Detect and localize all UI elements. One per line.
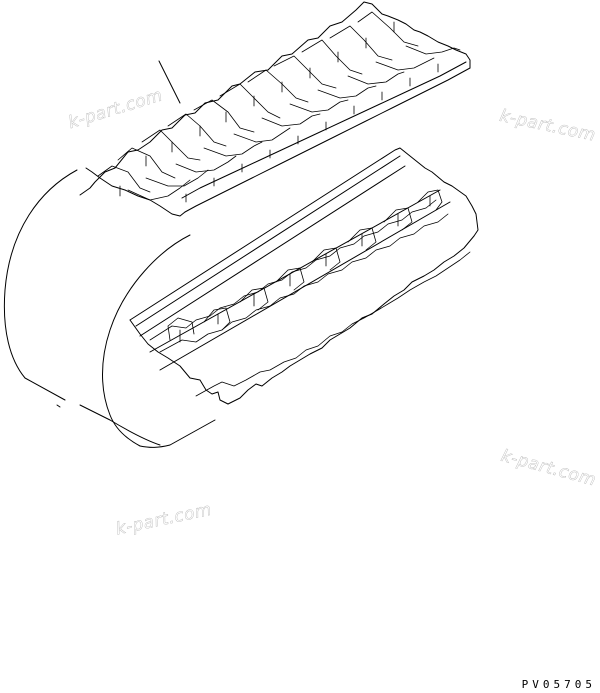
leader-line [158,60,181,104]
inner-guide-surface [129,147,479,405]
track-loop-end [3,169,216,448]
outer-tread-surface [79,1,471,217]
drawing-code: PV05705 [521,678,596,691]
